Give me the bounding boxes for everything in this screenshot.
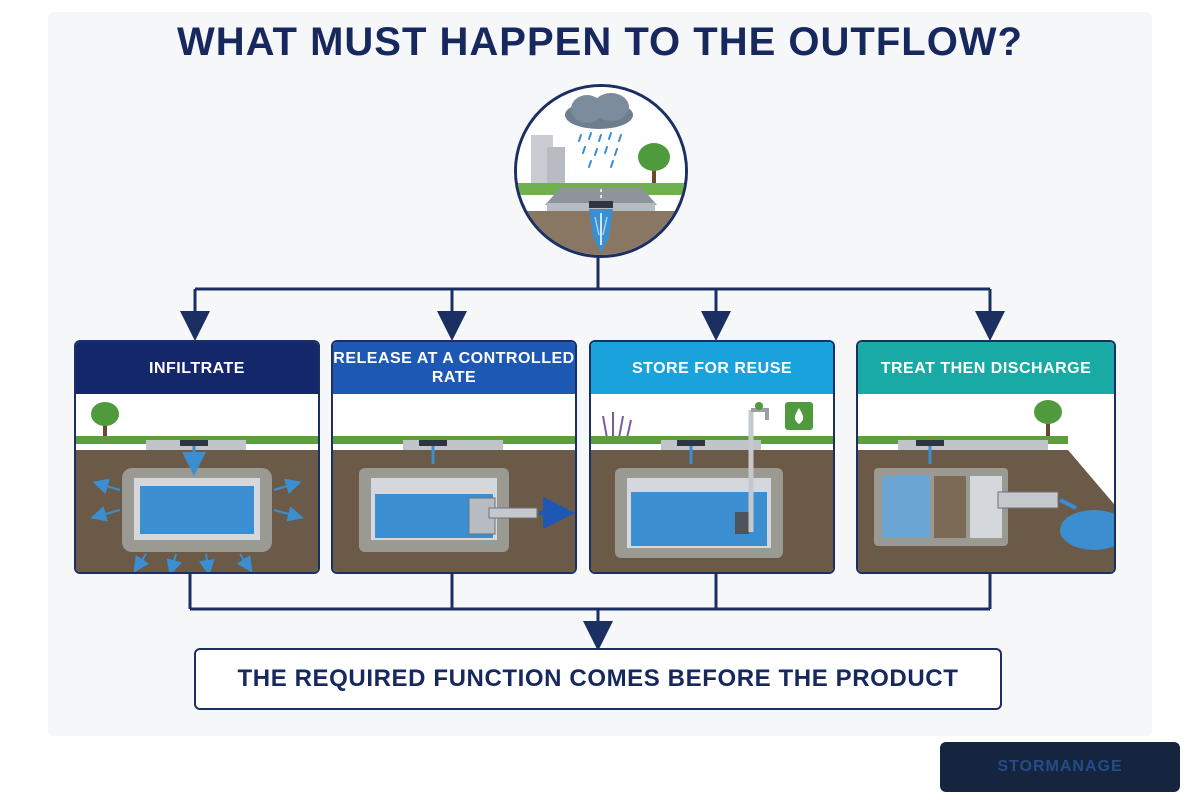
- lavender-plant-icon: [602, 412, 632, 439]
- option-header-store: STORE FOR REUSE: [591, 342, 833, 394]
- building-icon: [531, 135, 565, 185]
- tap-icon: [751, 402, 769, 420]
- drain-grate-icon: [677, 440, 705, 446]
- outfall-pipe-icon: [997, 491, 1077, 510]
- road-drain-icon: [545, 187, 657, 211]
- option-header-treat: TREAT THEN DISCHARGE: [858, 342, 1114, 394]
- tree-icon: [91, 402, 119, 440]
- rainfall-illustration: [514, 84, 688, 258]
- conclusion-box: THE REQUIRED FUNCTION COMES BEFORE THE P…: [194, 648, 1002, 710]
- treat-illustration: [858, 394, 1114, 572]
- tree-icon: [1034, 400, 1062, 440]
- release-illustration: [333, 394, 575, 572]
- brand-badge: STORMANAGE: [940, 742, 1180, 792]
- pump-icon: [735, 512, 749, 534]
- treatment-chambers-icon: [874, 468, 1008, 546]
- option-card-release: RELEASE AT A CONTROLLED RATE: [331, 340, 577, 574]
- option-card-treat: TREAT THEN DISCHARGE: [856, 340, 1116, 574]
- option-header-infiltrate: INFILTRATE: [76, 342, 318, 394]
- option-card-store: STORE FOR REUSE: [589, 340, 835, 574]
- seepage-arrow-icon: [90, 478, 304, 572]
- page-title: WHAT MUST HAPPEN TO THE OUTFLOW?: [176, 20, 1023, 64]
- store-illustration: [591, 394, 833, 572]
- drain-grate-icon: [916, 440, 944, 446]
- pond-icon: [1060, 510, 1114, 550]
- drain-grate-icon: [180, 440, 208, 446]
- water-drop-icon: [785, 402, 813, 430]
- option-card-infiltrate: INFILTRATE: [74, 340, 320, 574]
- infiltrate-illustration: [76, 394, 318, 572]
- flow-control-outlet-icon: [468, 497, 538, 535]
- rain-cloud-icon: [565, 93, 633, 168]
- option-header-release: RELEASE AT A CONTROLLED RATE: [333, 342, 575, 394]
- tree-icon: [638, 143, 670, 185]
- water-outflow-icon: [589, 209, 613, 253]
- drain-grate-icon: [419, 440, 447, 446]
